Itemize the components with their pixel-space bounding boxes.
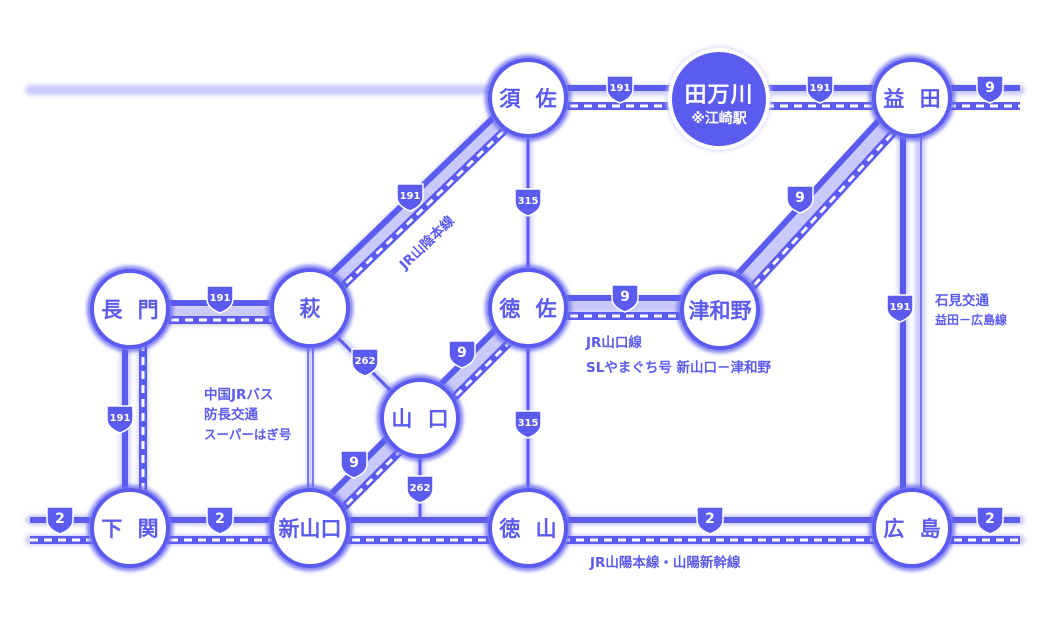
- station-nagato[interactable]: 長 門: [87, 266, 173, 352]
- svg-text:津和野: 津和野: [689, 299, 752, 323]
- route-191-shield: 191: [606, 75, 634, 104]
- bus-label-line1: 中国JRバス: [204, 386, 273, 403]
- svg-text:9: 9: [620, 289, 630, 305]
- svg-text:萩: 萩: [300, 297, 321, 321]
- route-191-shield: 191: [106, 405, 134, 434]
- stations: 須 佐 田万川 ※江崎駅 益 田 長 門 萩 徳 佐: [87, 47, 955, 571]
- station-tamagawa[interactable]: 田万川 ※江崎駅: [667, 47, 771, 151]
- route-262-shield: 262: [406, 475, 434, 504]
- svg-text:須 佐: 須 佐: [499, 87, 560, 111]
- route-191-shield: 191: [396, 183, 424, 212]
- jr-sanyo-label: JR山陽本線・山陽新幹線: [589, 554, 741, 571]
- svg-text:長 門: 長 門: [101, 298, 162, 322]
- svg-text:益 田: 益 田: [883, 87, 944, 111]
- route-2-shield: 2: [696, 506, 724, 535]
- svg-text:徳 佐: 徳 佐: [498, 297, 560, 321]
- station-tsuwano[interactable]: 津和野: [677, 267, 763, 353]
- svg-text:2: 2: [215, 511, 225, 527]
- svg-text:262: 262: [355, 356, 376, 367]
- station-tokusa[interactable]: 徳 佐: [485, 265, 571, 351]
- svg-text:9: 9: [985, 80, 995, 96]
- route-9-shield: 9: [976, 75, 1004, 104]
- route-9-shield: 9: [340, 450, 368, 479]
- svg-text:9: 9: [349, 455, 359, 471]
- sl-yamaguchi-label: SLやまぐち号 新山口－津和野: [586, 359, 772, 376]
- station-susa[interactable]: 須 佐: [485, 55, 571, 141]
- svg-text:191: 191: [810, 83, 831, 94]
- route-2-shield: 2: [976, 506, 1004, 535]
- route-9-shield: 9: [786, 185, 814, 214]
- iwami-label-line1: 石見交通: [934, 292, 989, 309]
- svg-text:2: 2: [985, 511, 995, 527]
- svg-text:191: 191: [210, 293, 231, 304]
- svg-text:9: 9: [795, 190, 805, 206]
- svg-text:191: 191: [610, 83, 631, 94]
- route-191-shield: 191: [206, 285, 234, 314]
- svg-text:山 口: 山 口: [391, 407, 452, 431]
- station-shimonoseki[interactable]: 下 関: [87, 485, 173, 571]
- svg-text:2: 2: [55, 511, 65, 527]
- svg-text:9: 9: [457, 345, 467, 361]
- svg-text:2: 2: [705, 511, 715, 527]
- iwami-label-line2: 益田－広島線: [935, 312, 1007, 327]
- svg-text:広 島: 広 島: [883, 517, 944, 541]
- bus-label-line2: 防長交通: [204, 406, 258, 423]
- route-315-shield: 315: [514, 188, 542, 217]
- bus-label-line3: スーパーはぎ号: [204, 427, 291, 442]
- route-262-shield: 262: [351, 348, 379, 377]
- route-9-shield: 9: [448, 340, 476, 369]
- svg-text:262: 262: [410, 483, 431, 494]
- svg-text:新山口: 新山口: [279, 517, 342, 541]
- station-shinyamaguchi[interactable]: 新山口: [267, 485, 353, 571]
- route-shields: 191 191 9 191 315 9 191 9 191 262 9 191 …: [46, 75, 1004, 535]
- route-2-shield: 2: [206, 506, 234, 535]
- svg-text:※江崎駅: ※江崎駅: [691, 110, 748, 127]
- station-tokuyama[interactable]: 徳 山: [485, 485, 571, 571]
- svg-text:191: 191: [110, 413, 131, 424]
- jr-yamaguchi-label: JR山口線: [585, 334, 642, 351]
- station-hagi[interactable]: 萩: [267, 265, 353, 351]
- svg-text:315: 315: [518, 418, 539, 429]
- svg-text:191: 191: [400, 191, 421, 202]
- svg-text:徳 山: 徳 山: [498, 517, 560, 541]
- station-masuda[interactable]: 益 田: [869, 55, 955, 141]
- route-191-shield: 191: [806, 75, 834, 104]
- route-315-shield: 315: [514, 410, 542, 439]
- station-hiroshima[interactable]: 広 島: [869, 485, 955, 571]
- svg-text:315: 315: [518, 196, 539, 207]
- route-2-shield: 2: [46, 506, 74, 535]
- svg-text:191: 191: [890, 302, 911, 313]
- route-191-shield: 191: [886, 294, 914, 323]
- route-9-shield: 9: [611, 284, 639, 313]
- svg-text:下 関: 下 関: [101, 517, 162, 541]
- station-yamaguchi[interactable]: 山 口: [377, 375, 463, 461]
- svg-text:田万川: 田万川: [684, 83, 753, 108]
